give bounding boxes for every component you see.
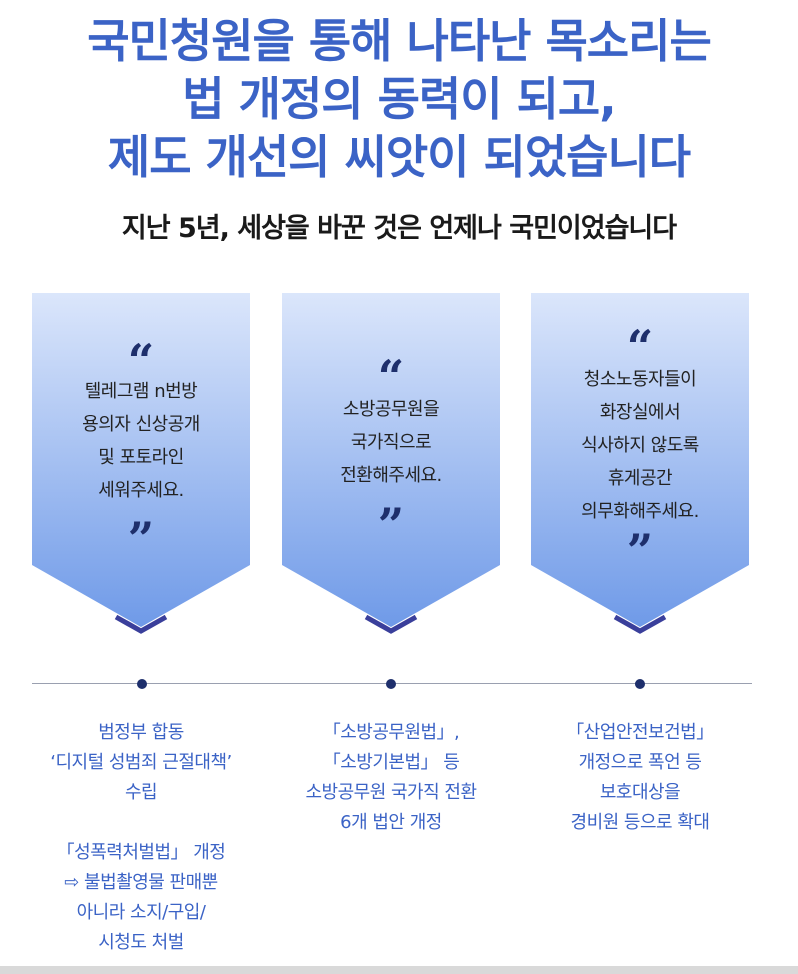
timeline-dot-3	[635, 679, 645, 689]
result-text-3: 「산업안전보건법」 개정으로 폭언 등 보호대상을 경비원 등으로 확대	[566, 722, 714, 833]
quote-close-icon: ”	[626, 524, 654, 578]
headline-line-3: 제도 개선의 씨앗이 되었습니다	[107, 130, 691, 184]
result-text-1: 범정부 합동 ‘디지털 성범죄 근절대책’ 수립 「성폭력처벌법」 개정 ⇨ 불…	[50, 722, 232, 953]
subheadline: 지난 5년, 세상을 바꾼 것은 언제나 국민이었습니다	[121, 213, 677, 244]
headline-line-1: 국민청원을 통해 나타난 목소리는	[87, 14, 712, 68]
quote-open-icon: “	[127, 334, 155, 388]
chevron-down-icon	[114, 614, 168, 634]
petition-quote: 텔레그램 n번방 용의자 신상공개 및 포토라인 세워주세요.	[82, 381, 200, 501]
quote-close-icon: ”	[377, 498, 405, 552]
petition-quote: 청소노동자들이 화장실에서 식사하지 않도록 휴게공간 의무화해주세요.	[581, 369, 699, 522]
headline: 국민청원을 통해 나타난 목소리는 법 개정의 동력이 되고, 제도 개선의 씨…	[0, 12, 798, 186]
timeline-dot-1	[137, 679, 147, 689]
petition-card-2: “ 소방공무원을 국가직으로 전환해주세요. ”	[282, 293, 500, 643]
chevron-down-icon	[613, 614, 667, 634]
petition-quote: 소방공무원을 국가직으로 전환해주세요.	[340, 399, 442, 486]
chevron-down-icon	[364, 614, 418, 634]
headline-line-2: 법 개정의 동력이 되고,	[182, 72, 616, 126]
card-background	[32, 293, 250, 634]
petition-card-3: “ 청소노동자들이 화장실에서 식사하지 않도록 휴게공간 의무화해주세요. ”	[531, 293, 749, 643]
card-background	[531, 293, 749, 634]
result-text-2: 「소방공무원법」, 「소방기본법」 등 소방공무원 국가직 전환 6개 법안 개…	[305, 722, 477, 833]
card-background	[282, 293, 500, 634]
timeline-dot-2	[386, 679, 396, 689]
petition-card-1: “ 텔레그램 n번방 용의자 신상공개 및 포토라인 세워주세요. ”	[32, 293, 250, 643]
bottom-scroll-edge	[0, 966, 798, 974]
quote-open-icon: “	[626, 320, 654, 374]
quote-open-icon: “	[377, 350, 405, 404]
quote-close-icon: ”	[127, 512, 155, 566]
